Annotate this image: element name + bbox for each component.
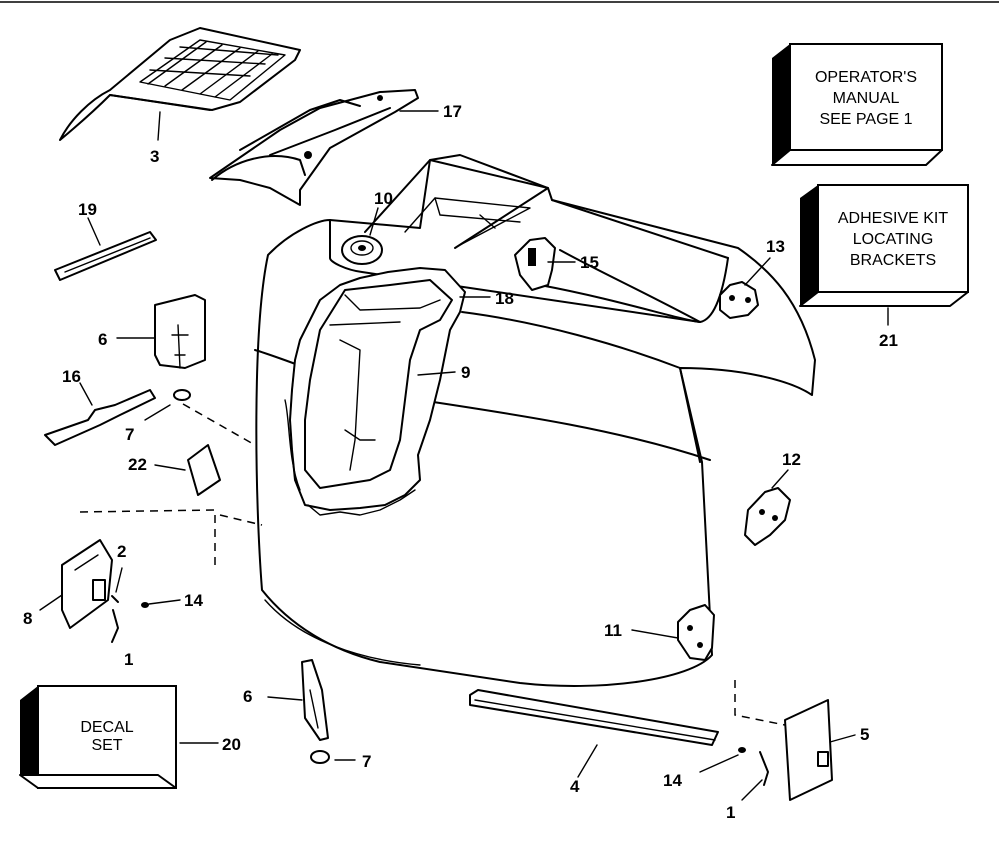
part-7-lower (310, 750, 356, 764)
adhesive-kit-box-21: ADHESIVE KIT LOCATING BRACKETS (799, 184, 969, 326)
part-16 (44, 382, 156, 446)
callout-15: 15 (580, 253, 599, 272)
dashed-connectors (79, 403, 786, 726)
part-6-upper (116, 294, 206, 369)
callout-12: 12 (782, 450, 801, 469)
plate-5 (784, 699, 856, 801)
callout-20: 20 (222, 735, 241, 754)
decal-set-box-20: DECAL SET (19, 685, 219, 789)
tag-22 (154, 444, 221, 496)
trim-4 (469, 689, 719, 778)
callout-9: 9 (461, 363, 470, 382)
part-7-upper (144, 389, 191, 421)
callout-3: 3 (150, 147, 159, 166)
clip-1-upper (111, 567, 123, 643)
bracket-12 (744, 469, 791, 546)
callout-11: 11 (604, 621, 622, 640)
adhesive-line-1: ADHESIVE KIT (838, 210, 948, 227)
screw-14-upper (141, 599, 181, 608)
operators-manual-box: OPERATOR'S MANUAL SEE PAGE 1 (771, 43, 943, 166)
callout-1-lower: 1 (726, 803, 735, 822)
callout-18: 18 (495, 289, 514, 308)
callout-1-upper: 1 (124, 650, 133, 669)
strip-19 (54, 217, 157, 281)
clip-1-lower (741, 751, 769, 801)
callout-6-lower: 6 (243, 687, 252, 706)
callout-2: 2 (117, 542, 126, 561)
adhesive-line-3: BRACKETS (850, 252, 936, 269)
callout-17: 17 (443, 102, 462, 121)
callout-numbers: 3 17 19 10 15 18 13 21 6 16 7 9 22 12 2 … (23, 102, 898, 822)
callout-13: 13 (766, 237, 785, 256)
callout-6-upper: 6 (98, 330, 107, 349)
grommet-10 (341, 207, 383, 265)
callout-22: 22 (128, 455, 147, 474)
leader-lines (417, 296, 491, 376)
top-cover-17 (209, 89, 439, 206)
adhesive-line-2: LOCATING (853, 231, 934, 248)
callout-16: 16 (62, 367, 81, 386)
manual-line-1: OPERATOR'S (815, 69, 917, 86)
callout-14-upper: 14 (184, 591, 203, 610)
callout-8: 8 (23, 609, 32, 628)
part-6-lower (267, 659, 329, 741)
screw-14-lower (699, 747, 746, 773)
manual-line-3: SEE PAGE 1 (819, 111, 912, 128)
grille-cover-3 (59, 27, 301, 141)
bracket-13 (719, 257, 771, 319)
callout-14-lower: 14 (663, 771, 682, 790)
callout-10: 10 (374, 189, 393, 208)
callout-7-upper: 7 (125, 425, 134, 444)
plate-8 (39, 539, 113, 629)
callout-21: 21 (879, 331, 898, 350)
callout-19: 19 (78, 200, 97, 219)
callout-7-lower: 7 (362, 752, 371, 771)
manual-line-2: MANUAL (833, 90, 900, 107)
latch-15 (514, 237, 576, 291)
callout-4: 4 (570, 777, 580, 796)
cutaway-liner-9 (284, 267, 466, 516)
bracket-11 (631, 604, 715, 661)
decal-set-line-1: DECAL (80, 719, 133, 736)
callout-5: 5 (860, 725, 869, 744)
decal-set-line-2: SET (91, 737, 122, 754)
